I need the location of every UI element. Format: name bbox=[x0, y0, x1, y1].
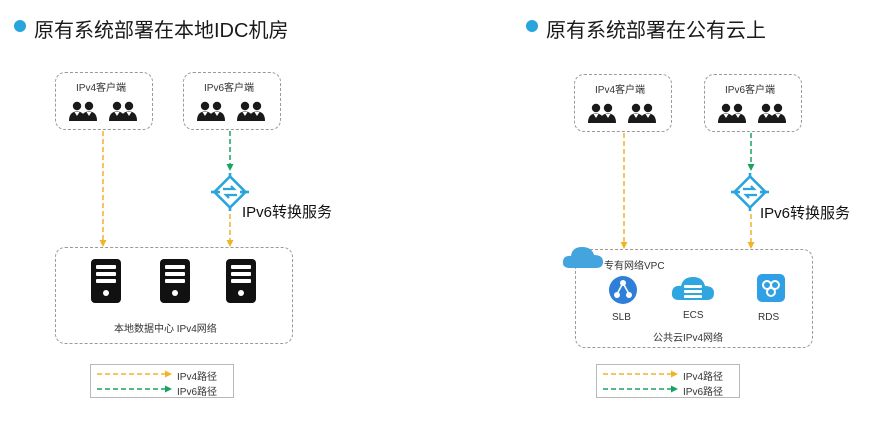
slb-label: SLB bbox=[612, 312, 631, 323]
left-ipv4-client-box: IPv4客户端 bbox=[55, 72, 153, 130]
user-group-icon bbox=[108, 99, 138, 123]
left-ipv6-client-box: IPv6客户端 bbox=[183, 72, 281, 130]
user-group-icon bbox=[627, 101, 657, 125]
right-legend-ipv4-label: IPv4路径 bbox=[683, 372, 724, 383]
right-translation-service-label: IPv6转换服务 bbox=[760, 205, 851, 222]
left-datacenter-label: 本地数据中心 IPv4网络 bbox=[114, 324, 217, 335]
user-group-icon bbox=[587, 101, 617, 125]
right-cloud-label: 公共云IPv4网络 bbox=[653, 333, 724, 344]
server-icon bbox=[226, 259, 256, 303]
right-ipv4-path-arrowhead bbox=[620, 242, 628, 249]
left-legend-ipv4-label: IPv4路径 bbox=[177, 372, 218, 383]
right-translated-path-arrowhead bbox=[747, 242, 755, 249]
right-ipv6-path-arrowhead bbox=[747, 164, 755, 171]
ipv6-path-legend-line bbox=[603, 385, 678, 393]
cloud-icon bbox=[562, 247, 603, 268]
right-legend: IPv4路径 IPv6路径 bbox=[596, 364, 740, 398]
server-icon bbox=[160, 259, 190, 303]
slb-service: SLB bbox=[603, 274, 643, 324]
user-group-icon bbox=[68, 99, 98, 123]
right-vpc-label: 专有网络VPC bbox=[604, 261, 665, 272]
left-translated-path-arrowhead bbox=[226, 240, 234, 247]
left-legend: IPv4路径 IPv6路径 bbox=[90, 364, 234, 398]
right-ipv4-client-label: IPv4客户端 bbox=[595, 85, 646, 96]
rds-icon bbox=[757, 274, 785, 302]
left-ipv4-path-arrowhead bbox=[99, 240, 107, 247]
slb-icon bbox=[609, 276, 637, 304]
ecs-label: ECS bbox=[683, 310, 704, 321]
user-group-icon bbox=[757, 101, 787, 125]
user-group-icon bbox=[717, 101, 747, 125]
right-ipv6-client-label: IPv6客户端 bbox=[725, 85, 776, 96]
server-icon bbox=[91, 259, 121, 303]
ecs-service: ECS bbox=[671, 272, 715, 322]
right-cloud-box: 专有网络VPC SLB ECS RDS 公共云IPv4网络 bbox=[575, 249, 813, 348]
right-ipv4-client-box: IPv4客户端 bbox=[574, 74, 672, 132]
user-group-icon bbox=[196, 99, 226, 123]
ipv4-path-legend-line bbox=[97, 370, 172, 378]
title-bullet-left bbox=[14, 20, 26, 32]
rds-service: RDS bbox=[752, 274, 792, 324]
left-ipv4-client-label: IPv4客户端 bbox=[76, 83, 127, 94]
right-ipv6-client-box: IPv6客户端 bbox=[704, 74, 802, 132]
left-translation-service-label: IPv6转换服务 bbox=[242, 204, 333, 221]
rds-label: RDS bbox=[758, 312, 780, 323]
right-legend-ipv6-label: IPv6路径 bbox=[683, 387, 724, 398]
ipv6-path-legend-line bbox=[97, 385, 172, 393]
user-group-icon bbox=[236, 99, 266, 123]
left-ipv6-client-label: IPv6客户端 bbox=[204, 83, 255, 94]
left-datacenter-box: 本地数据中心 IPv4网络 bbox=[55, 247, 293, 344]
ipv4-path-legend-line bbox=[603, 370, 678, 378]
left-legend-ipv6-label: IPv6路径 bbox=[177, 387, 218, 398]
left-ipv6-path-arrowhead bbox=[226, 164, 234, 171]
left-title: 原有系统部署在本地IDC机房 bbox=[34, 20, 289, 42]
ecs-icon bbox=[671, 277, 714, 300]
title-bullet-right bbox=[526, 20, 538, 32]
right-title: 原有系统部署在公有云上 bbox=[546, 20, 766, 42]
